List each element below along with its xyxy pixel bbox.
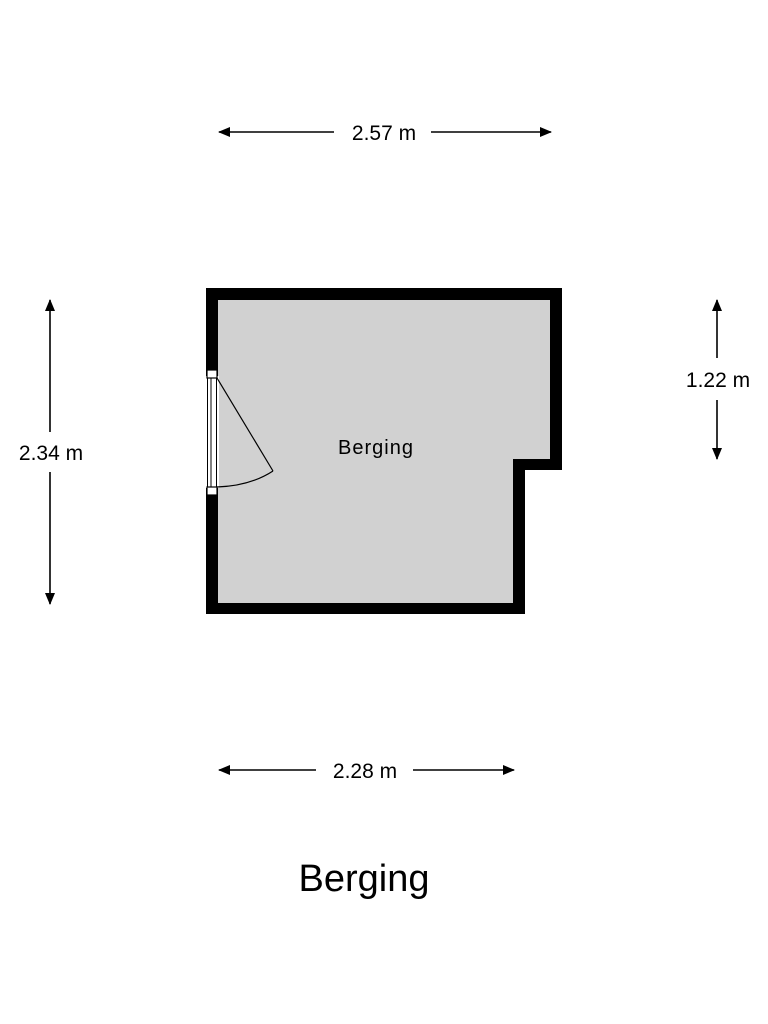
dimension-right-height: 1.22 m [686,369,750,392]
door-leaf [216,377,274,472]
room-label: Berging [338,437,414,459]
door-swing-arc [216,470,274,488]
room-floor [218,300,550,603]
door-jamb-bottom [206,486,218,496]
dimension-left-height: 2.34 m [19,442,83,465]
door-opening [205,376,219,488]
dimension-top-width: 2.57 m [352,122,416,145]
door-jamb-top [206,369,218,379]
dimension-bottom-width: 2.28 m [333,760,397,783]
plan-title: Berging [299,858,430,900]
